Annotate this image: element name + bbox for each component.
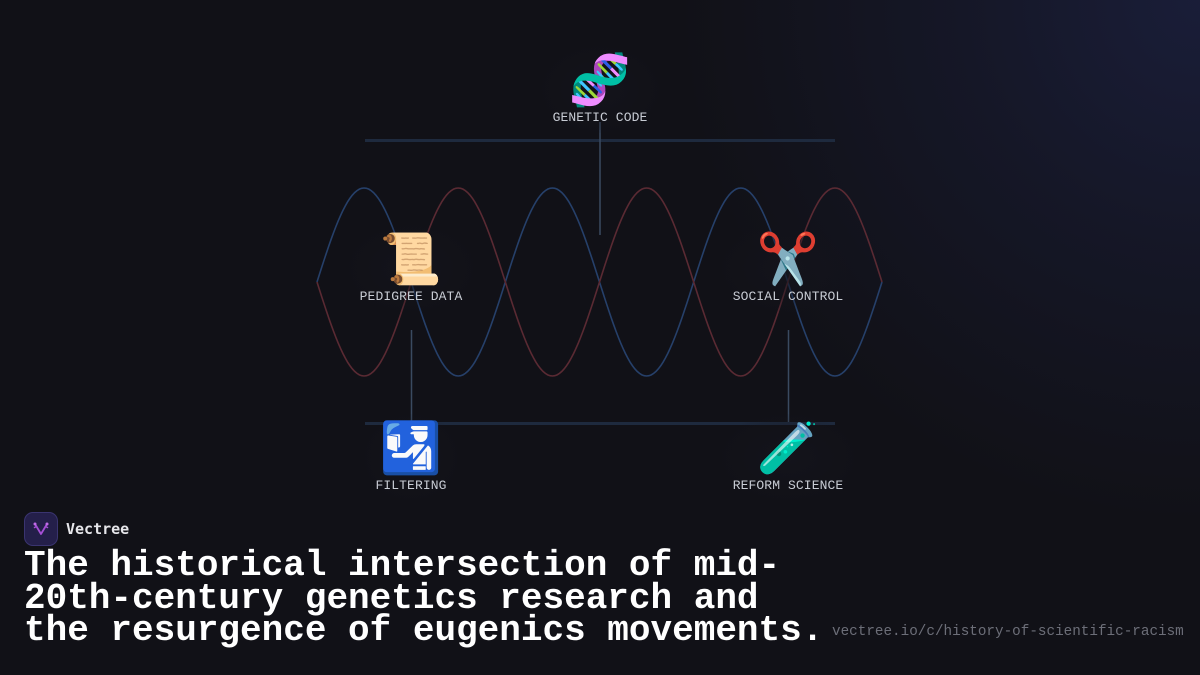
headline-line-2: 20th-century genetics research and [24,577,759,619]
scissors-icon: ✂️ [756,230,820,288]
node-label: FILTERING [375,478,447,493]
scroll-icon: 📜 [379,230,443,288]
bottom-bar [365,422,835,425]
node-reform-science: 🧪REFORM SCIENCE [720,414,856,501]
vectree-logo-icon [24,512,58,546]
headline-line-1: The historical intersection of mid- [24,545,781,586]
headline: The historical intersection of mid- 20th… [24,548,824,651]
test-tube-icon: 🧪 [756,419,820,477]
node-social-control: ✂️SOCIAL CONTROL [720,225,856,312]
node-label: PEDIGREE DATA [359,289,463,304]
node-pedigree-data: 📜PEDIGREE DATA [347,225,475,312]
node-filtering: 🛂FILTERING [363,414,459,501]
dna-icon: 🧬 [568,51,632,109]
node-label: GENETIC CODE [552,110,648,125]
brand-name: Vectree [66,520,130,538]
source-url: vectree.io/c/history-of-scientific-racis… [832,624,1184,640]
headline-line-3: the resurgence of eugenics movements. [24,610,824,651]
node-label: REFORM SCIENCE [732,478,844,493]
node-genetic-code: 🧬GENETIC CODE [540,46,660,133]
node-label: SOCIAL CONTROL [732,289,844,304]
passport-control-icon: 🛂 [379,419,443,477]
brand: Vectree [24,512,129,546]
